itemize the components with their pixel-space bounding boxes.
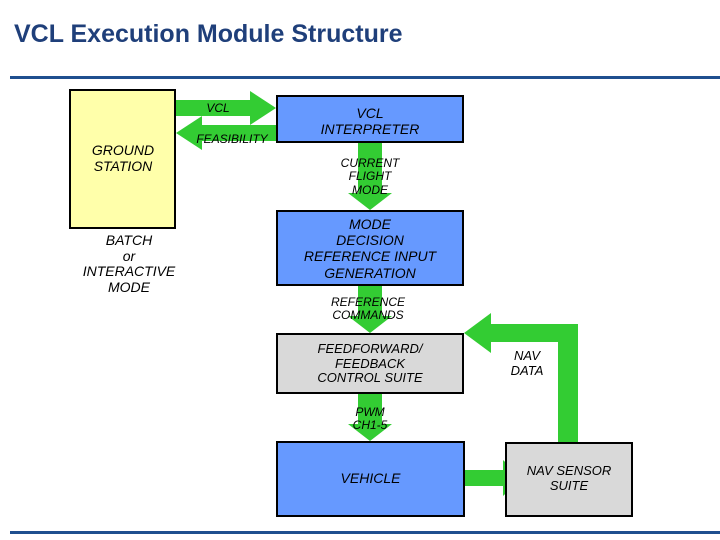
current-flight-mode-arrow [348, 143, 392, 210]
title-divider [10, 76, 720, 79]
bottom-divider [10, 531, 720, 534]
batch-mode-label: BATCH or INTERACTIVE MODE [82, 232, 176, 296]
vcl-interpreter-box [276, 95, 464, 143]
feasibility-arrow-label: FEASIBILITY [196, 132, 268, 146]
control-suite-label: FEEDFORWARD/ FEEDBACK CONTROL SUITE [317, 341, 423, 386]
control-suite-box [276, 333, 464, 394]
page-title: VCL Execution Module Structure [14, 20, 403, 48]
feasibility-arrow [176, 116, 276, 150]
mode-decision-label: MODE DECISION REFERENCE INPUT GENERATION [303, 216, 437, 281]
vcl-arrow-label: VCL [206, 101, 230, 115]
nav-data-label: NAV DATA [510, 348, 544, 378]
pwm-label: PWM CH1-5 [352, 405, 388, 433]
nav-sensor-suite-label: NAV SENSOR SUITE [526, 463, 612, 493]
pwm-arrow [348, 394, 392, 441]
mode-decision-box [276, 210, 464, 286]
ground-station-label: GROUND STATION [91, 142, 155, 174]
vehicle-box [276, 441, 465, 517]
vcl-interpreter-label: VCL INTERPRETER [320, 105, 420, 137]
reference-commands-arrow [348, 286, 392, 333]
vehicle-label: VEHICLE [340, 470, 401, 486]
nav-sensor-suite-box [505, 442, 633, 517]
current-flight-mode-label: CURRENT FLIGHT MODE [340, 156, 400, 197]
ground-station-box [69, 89, 176, 229]
vcl-arrow [175, 91, 276, 125]
reference-commands-label: REFERENCE COMMANDS [330, 295, 405, 323]
